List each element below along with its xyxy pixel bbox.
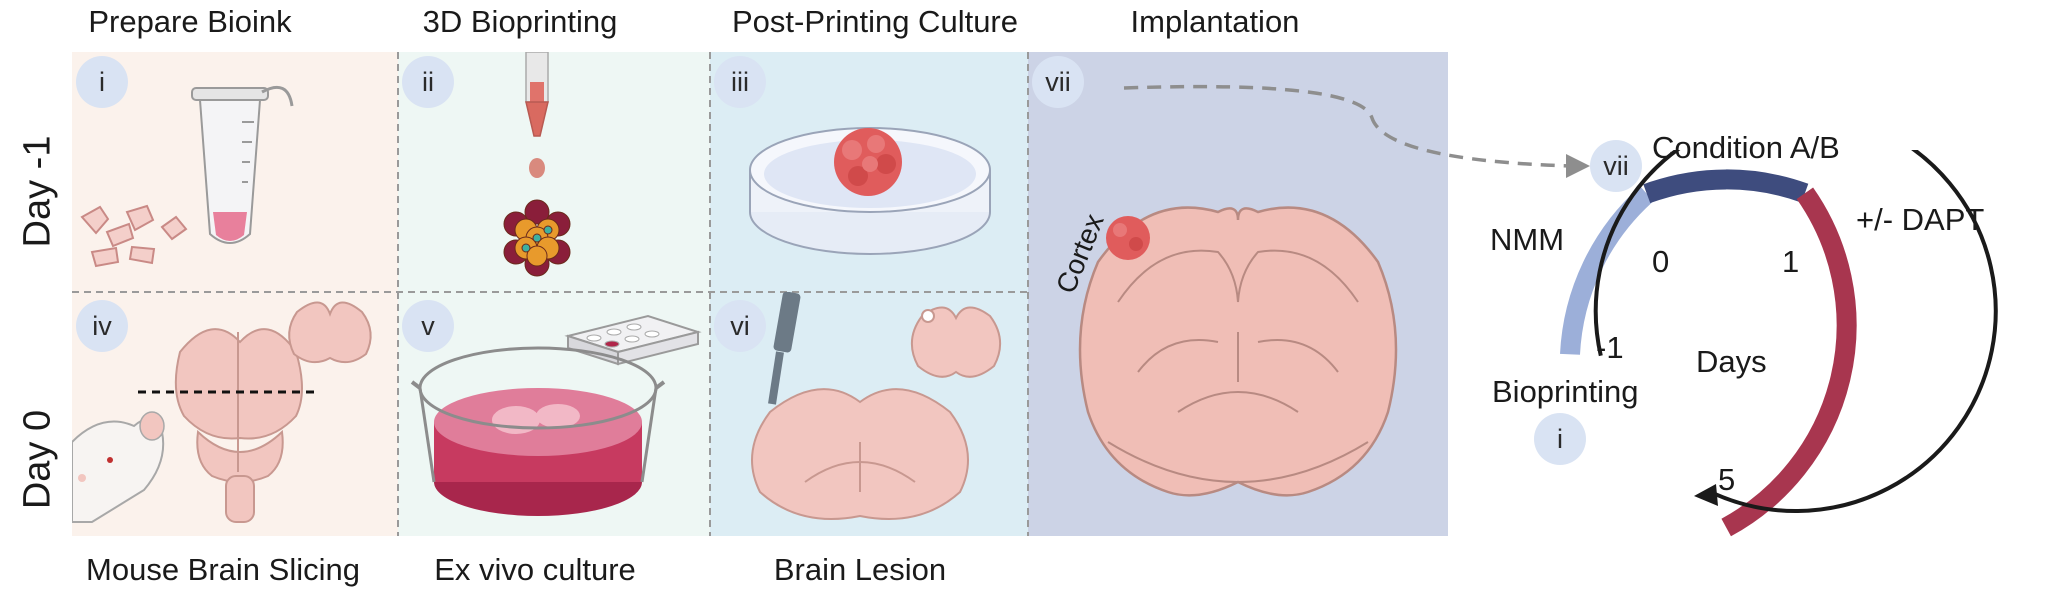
cells-cluster — [80, 204, 188, 268]
label-brain-lesion: Brain Lesion — [773, 552, 947, 587]
nmm-arc — [1560, 186, 1654, 355]
timeline-tick-minus1: -1 — [1596, 330, 1624, 365]
tube-cells-illustration — [80, 85, 294, 268]
timeline-ring — [1560, 150, 1998, 537]
organoid — [834, 128, 902, 196]
timeline-badge-i: i — [1534, 413, 1586, 465]
panel-badge-iii: iii — [714, 56, 766, 108]
column-title-post-printing-culture: Post-Printing Culture — [731, 4, 1018, 39]
panel-badge-i: i — [76, 56, 128, 108]
mouse-brain-slicing-illustration — [72, 301, 372, 523]
timeline-badge-vii: vii — [1590, 140, 1642, 192]
lesion-tool — [768, 292, 801, 405]
timeline-tick-1: 1 — [1782, 244, 1800, 279]
days-arrow-arc — [1593, 150, 1998, 514]
days-arrow-head — [1694, 484, 1718, 506]
label-ex-vivo-culture: Ex vivo culture — [434, 552, 636, 587]
bioink-droplet — [529, 158, 545, 178]
petri-dish-illustration — [749, 127, 991, 255]
dapt-arc — [1721, 187, 1857, 537]
panel-badge-iv: iv — [76, 300, 128, 352]
timeline-tick-5: 5 — [1718, 462, 1736, 497]
timeline-label-dapt: +/- DAPT — [1856, 202, 1985, 237]
bioprinting-illustration — [503, 52, 571, 277]
culture-insert — [410, 346, 666, 516]
timeline-label-days: Days — [1696, 344, 1767, 379]
panel-badge-v: v — [402, 300, 454, 352]
mouse-figure — [72, 411, 165, 523]
brain-slice-thumbnail — [288, 301, 372, 364]
column-title-implantation: Implantation — [1130, 4, 1300, 39]
label-mouse-brain-slicing: Mouse Brain Slicing — [86, 552, 360, 587]
brain-slice-thumbnail-lesion — [911, 306, 1001, 378]
brain-lesion-illustration — [751, 292, 1001, 520]
timeline-label-nmm: NMM — [1490, 222, 1565, 257]
eppendorf-tube — [191, 85, 294, 244]
ex-vivo-culture-illustration — [410, 314, 702, 516]
timeline-label-bioprinting: Bioprinting — [1492, 374, 1639, 409]
timeline-label-condition: Condition A/B — [1652, 130, 1840, 165]
panel-badge-vii: vii — [1032, 56, 1084, 108]
implanted-organoid — [1106, 216, 1150, 260]
column-title-prepare-bioink: Prepare Bioink — [88, 4, 292, 39]
condition-arc — [1643, 169, 1809, 204]
implantation-brain-illustration — [1078, 206, 1398, 497]
timeline-tick-0: 0 — [1652, 244, 1670, 279]
panel-badge-ii: ii — [402, 56, 454, 108]
column-title-3d-bioprinting: 3D Bioprinting — [422, 4, 618, 39]
printed-construct — [503, 199, 571, 277]
panel-badge-vi: vi — [714, 300, 766, 352]
